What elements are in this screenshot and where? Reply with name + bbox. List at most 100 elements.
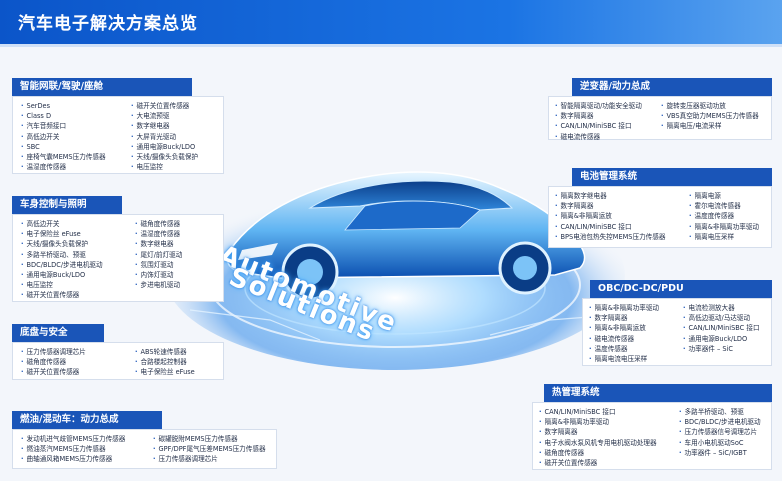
list-item: 曲轴通风箱MEMS压力传感器 bbox=[21, 454, 125, 464]
panel-header: 电池管理系统 bbox=[572, 168, 772, 186]
list-item: 氛围灯驱动 bbox=[135, 260, 182, 270]
list-item: 温湿度传感器 bbox=[21, 162, 106, 172]
list-item: 温度传感器 bbox=[589, 344, 659, 354]
list-item: CAN/LIN/MiniSBC 接口 bbox=[683, 323, 760, 333]
list-item: 隔离电压/电流采样 bbox=[661, 121, 759, 131]
list-item: BDC/BLDC/步进电机驱动 bbox=[21, 260, 103, 270]
list-item: SerDes bbox=[21, 101, 106, 111]
panel-title: 逆变器/动力总成 bbox=[580, 81, 650, 92]
panel-chassis: 底盘与安全 压力传感器调理芯片 磁角度传感器 磁开关位置传感器 ABS轮速传感器… bbox=[12, 324, 230, 380]
panel-inverter: 逆变器/动力总成 智能隔离驱动/功能安全驱动 数字隔离器 CAN/LIN/Min… bbox=[542, 78, 772, 142]
list-item: 高低边开关 bbox=[21, 132, 106, 142]
col-left: 智能隔离驱动/功能安全驱动 数字隔离器 CAN/LIN/MiniSBC 接口 磁… bbox=[555, 101, 642, 142]
panel-battery: 电池管理系统 隔离数字继电器 数字隔离器 隔离&非隔离运放 CAN/LIN/Mi… bbox=[542, 168, 772, 248]
panel-content: 隔离数字继电器 数字隔离器 隔离&非隔离运放 CAN/LIN/MiniSBC 接… bbox=[548, 186, 772, 248]
list-item: 磁开关位置传感器 bbox=[21, 367, 86, 377]
list-item: 磁开关位置传感器 bbox=[21, 290, 103, 300]
list-item: GPF/DPF尾气压差MEMS压力传感器 bbox=[153, 444, 266, 454]
list-item: 通用电源Buck/LDO bbox=[21, 270, 103, 280]
panel-header: 车身控制与照明 bbox=[12, 196, 122, 214]
list-item: 通用电源Buck/LDO bbox=[131, 142, 198, 152]
list-item: 发动机进气歧管MEMS压力传感器 bbox=[21, 434, 126, 444]
list-item: ABS轮速传感器 bbox=[135, 347, 195, 357]
panel-title: 智能网联/驾驶/座舱 bbox=[20, 81, 103, 92]
list-item: 隔离&非隔离运放 bbox=[589, 323, 659, 333]
panel-header: 智能网联/驾驶/座舱 bbox=[12, 78, 192, 96]
panel-title: 热管理系统 bbox=[552, 387, 600, 398]
list-item: 隔离电流电压采样 bbox=[589, 354, 659, 364]
list-item: CAN/LIN/MiniSBC 接口 bbox=[539, 407, 657, 417]
list-item: 数字继电器 bbox=[135, 239, 182, 249]
list-item: 智能隔离驱动/功能安全驱动 bbox=[555, 101, 642, 111]
col-right: 旋转变压器驱动功放 VBS真空助力MEMS压力传感器 隔离电压/电流采样 bbox=[661, 101, 759, 132]
panel-content: CAN/LIN/MiniSBC 接口 隔离&非隔离功率驱动 数字隔离器 电子水阀… bbox=[532, 402, 772, 470]
panel-content: 智能隔离驱动/功能安全驱动 数字隔离器 CAN/LIN/MiniSBC 接口 磁… bbox=[548, 96, 772, 142]
list-item: 天线/摄像头负载保护 bbox=[131, 152, 199, 162]
panel-thermal: 热管理系统 CAN/LIN/MiniSBC 接口 隔离&非隔离功率驱动 数字隔离… bbox=[532, 384, 772, 470]
list-item: 磁角度传感器 bbox=[21, 357, 86, 367]
list-item: 数字继电器 bbox=[131, 121, 198, 131]
list-item: 隔离&非隔离功率驱动 bbox=[689, 222, 760, 232]
list-item: 温度度传感器 bbox=[689, 211, 759, 221]
col-right: ABS轮速传感器 合路楼起控制器 电子保险丝 eFuse bbox=[135, 347, 195, 378]
col-left: 隔离数字继电器 数字隔离器 隔离&非隔离运放 CAN/LIN/MiniSBC 接… bbox=[555, 191, 666, 242]
list-item: 电子保险丝 eFuse bbox=[21, 229, 103, 239]
list-item: 通用电源Buck/LDO bbox=[683, 334, 760, 344]
list-item: CAN/LIN/MiniSBC 接口 bbox=[555, 222, 665, 232]
panel-content: 发动机进气歧管MEMS压力传感器 燃油蒸汽MEMS压力传感器 曲轴通风箱MEMS… bbox=[12, 429, 277, 469]
page-title: 汽车电子解决方案总览 bbox=[18, 14, 198, 34]
panel-header: 热管理系统 bbox=[544, 384, 772, 402]
list-item: 压力传感器调理芯片 bbox=[153, 454, 266, 464]
list-item: 功率器件 – SiC/IGBT bbox=[679, 448, 761, 458]
list-item: 磁电流传感器 bbox=[589, 334, 659, 344]
list-item: 隔离&非隔离功率驱动 bbox=[589, 303, 660, 313]
car-illustration bbox=[165, 171, 625, 370]
col-right: 隔离电源 霍尔电流传感器 温度度传感器 隔离&非隔离功率驱动 隔离电压采样 bbox=[689, 191, 760, 242]
headlight bbox=[238, 243, 278, 260]
list-item: 隔离电源 bbox=[689, 191, 759, 201]
col-left: 隔离&非隔离功率驱动 数字隔离器 隔离&非隔离运放 磁电流传感器 温度传感器 隔… bbox=[589, 303, 660, 364]
panel-header: 燃油/混动车：动力总成 bbox=[12, 411, 162, 429]
list-item: 温湿度传感器 bbox=[135, 229, 182, 239]
list-item: 多路半桥驱动、预驱 bbox=[679, 407, 761, 417]
list-item: 内饰灯驱动 bbox=[135, 270, 182, 280]
list-item: 尾灯/前灯驱动 bbox=[135, 250, 183, 260]
list-item: 汽车音频接口 bbox=[21, 121, 106, 131]
panel-content: 隔离&非隔离功率驱动 数字隔离器 隔离&非隔离运放 磁电流传感器 温度传感器 隔… bbox=[582, 298, 772, 366]
col-right: 多路半桥驱动、预驱 BDC/BLDC/步进电机驱动 压力传感器信号调理芯片 车用… bbox=[679, 407, 761, 458]
list-item: 磁开关位置传感器 bbox=[131, 101, 198, 111]
list-item: 电流检测放大器 bbox=[683, 303, 760, 313]
list-item: 数字隔离器 bbox=[555, 111, 642, 121]
list-item: 旋转变压器驱动功放 bbox=[661, 101, 759, 111]
list-item: Class D bbox=[21, 111, 106, 121]
header-divider bbox=[0, 44, 782, 47]
page-header: 汽车电子解决方案总览 bbox=[0, 0, 782, 44]
list-item: 磁电流传感器 bbox=[555, 132, 642, 142]
list-item: BPS电池包热失控MEMS压力传感器 bbox=[555, 232, 666, 242]
panel-content: 高低边开关 电子保险丝 eFuse 天线/摄像头负载保护 多路半桥驱动、预驱 B… bbox=[12, 214, 224, 302]
col-left: 高低边开关 电子保险丝 eFuse 天线/摄像头负载保护 多路半桥驱动、预驱 B… bbox=[21, 219, 103, 301]
list-item: 天线/摄像头负载保护 bbox=[21, 239, 103, 249]
panel-header: 逆变器/动力总成 bbox=[572, 78, 772, 96]
panel-header: 底盘与安全 bbox=[12, 324, 104, 342]
panel-obc: OBC/DC-DC/PDU 隔离&非隔离功率驱动 数字隔离器 隔离&非隔离运放 … bbox=[582, 280, 772, 366]
col-left: CAN/LIN/MiniSBC 接口 隔离&非隔离功率驱动 数字隔离器 电子水阀… bbox=[539, 407, 657, 468]
list-item: 磁角度传感器 bbox=[539, 448, 657, 458]
panel-title: 电池管理系统 bbox=[580, 171, 638, 182]
list-item: 压力传感器信号调理芯片 bbox=[679, 427, 761, 437]
list-item: 车用小电机驱动SoC bbox=[679, 438, 761, 448]
list-item: 隔离数字继电器 bbox=[555, 191, 665, 201]
list-item: 座椅气囊MEMS压力传感器 bbox=[21, 152, 106, 162]
list-item: 多路半桥驱动、预驱 bbox=[21, 250, 103, 260]
col-right: 磁开关位置传感器 大电流预驱 数字继电器 大屏背光驱动 通用电源Buck/LDO… bbox=[131, 101, 199, 172]
panel-header: OBC/DC-DC/PDU bbox=[590, 280, 772, 298]
list-item: 磁开关位置传感器 bbox=[539, 458, 657, 468]
panel-infotainment: 智能网联/驾驶/座舱 SerDes Class D 汽车音频接口 高低边开关 S… bbox=[12, 78, 230, 174]
col-left: SerDes Class D 汽车音频接口 高低边开关 SBC 座椅气囊MEMS… bbox=[21, 101, 106, 172]
list-item: 电子水阀水泵风机专用电机驱动处理器 bbox=[539, 438, 657, 448]
list-item: 压力传感器调理芯片 bbox=[21, 347, 86, 357]
list-item: 隔离电压采样 bbox=[689, 232, 759, 242]
list-item: 电压监控 bbox=[21, 280, 103, 290]
list-item: BDC/BLDC/步进电机驱动 bbox=[679, 417, 761, 427]
list-item: CAN/LIN/MiniSBC 接口 bbox=[555, 121, 642, 131]
